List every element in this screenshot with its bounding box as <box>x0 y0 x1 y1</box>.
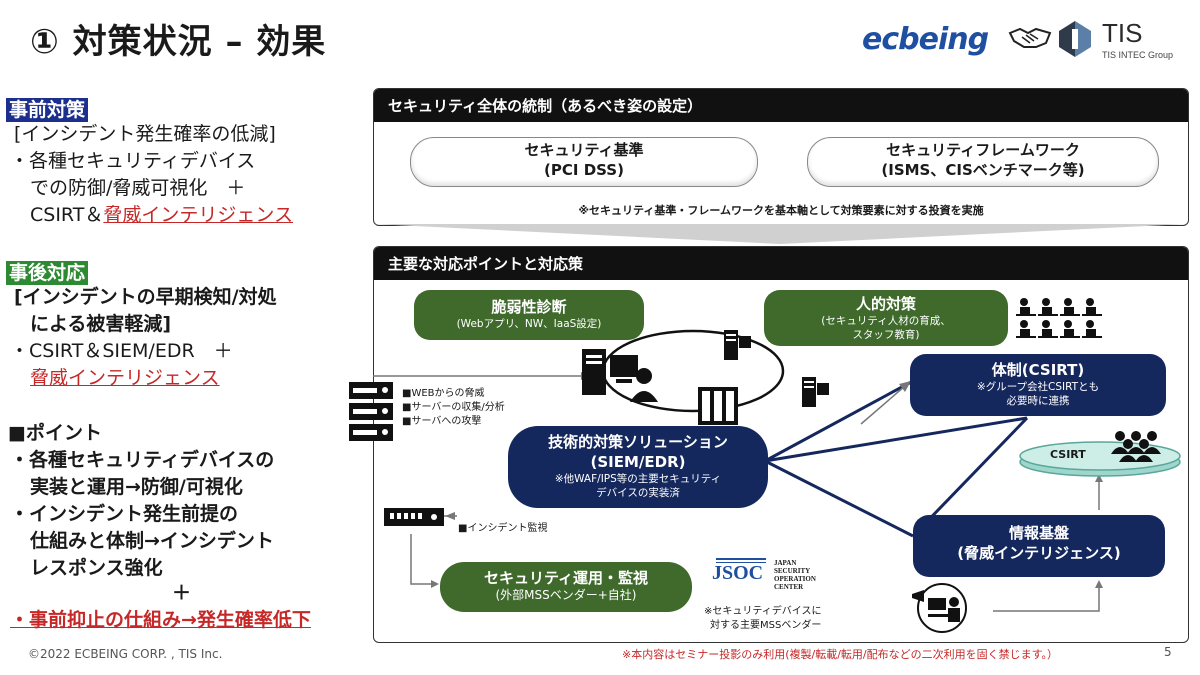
box-title: 技術的対策ソリューション <box>548 433 728 451</box>
tis-logo-subtext: TIS INTEC Group <box>1102 50 1174 60</box>
threat-intel-platform-box: 情報基盤 (脅威インテリジェンス) <box>913 515 1165 577</box>
jsoc-text: JAPAN SECURITY OPERATION CENTER <box>774 559 816 591</box>
jsoc-note: 対する主要MSSベンダー <box>710 620 822 631</box>
tis-logo-text: TIS <box>1102 18 1143 48</box>
point-item: 仕組みと体制→インシデント <box>30 530 274 552</box>
tis-logo-icon <box>1059 21 1091 57</box>
computer-icon <box>724 330 751 360</box>
point-item: ・各種セキュリティデバイスの <box>10 449 275 471</box>
server-note: ■サーバーの収集/分析 <box>402 402 505 413</box>
human-measures-box: 人的対策 (セキュリティ人材の育成、 スタッフ教育) <box>764 290 1008 346</box>
pill-label: セキュリティフレームワーク <box>886 141 1080 159</box>
box-subtitle: (外部MSSベンダー+自社) <box>495 588 637 602</box>
server-note: ■WEBからの脅威 <box>402 388 485 399</box>
point-plus: ＋ <box>172 582 192 604</box>
post-measures-tag: 事後対応 <box>6 261 89 285</box>
point-item-red: ・事前抑止の仕組み→発生確率低下 <box>10 609 311 631</box>
jsoc-text-line: CENTER <box>774 583 804 591</box>
security-standard-pill: セキュリティ基準 (PCI DSS) <box>410 137 758 187</box>
box-subtitle: デバイスの実装済 <box>596 487 680 499</box>
ecbeing-logo: ecbeing <box>862 22 989 57</box>
box-title: (SIEM/EDR) <box>590 453 686 471</box>
post-measures-heading: [インシデントの早期検知/対処 <box>14 286 277 308</box>
box-subtitle: 必要時に連携 <box>1006 395 1070 407</box>
incident-monitoring-note: ■インシデント監視 <box>458 523 548 534</box>
pre-measures-text: CSIRT＆脅威インテリジェンス <box>30 202 293 228</box>
firewall-building-icon <box>698 387 738 425</box>
pill-label: セキュリティ基準 <box>524 141 644 159</box>
box-title: 脆弱性診断 <box>491 298 567 316</box>
jsoc-text-line: OPERATION <box>774 575 816 583</box>
csirt-disc-label: CSIRT <box>1050 448 1086 461</box>
attacker-icon <box>630 368 658 402</box>
governance-panel: セキュリティ全体の統制（あるべき姿の設定） セキュリティ基準 (PCI DSS)… <box>373 88 1189 226</box>
computer-icon <box>802 377 829 407</box>
box-subtitle: スタッフ教育) <box>852 329 920 341</box>
box-subtitle: (セキュリティ人材の育成、 <box>821 315 951 327</box>
governance-note: ※セキュリティ基準・フレームワークを基本軸として対策要素に対する投資を実施 <box>578 204 984 217</box>
box-title: 人的対策 <box>855 295 916 313</box>
point-item: レスポンス強化 <box>30 557 163 579</box>
jsoc-text-line: SECURITY <box>774 567 811 575</box>
point-heading: ■ポイント <box>8 422 102 444</box>
point-item: 実装と運用→防御/可視化 <box>30 476 243 498</box>
box-subtitle: ※グループ会社CSIRTとも <box>976 381 1100 393</box>
server-note: ■サーバへの攻撃 <box>402 416 482 427</box>
response-panel-header: 主要な対応ポイントと対応策 <box>374 247 1188 280</box>
pre-measures-text: での防御/脅威可視化 ＋ <box>30 177 246 199</box>
governance-panel-header: セキュリティ全体の統制（あるべき姿の設定） <box>374 89 1188 122</box>
csirt-organization-box: 体制(CSIRT) ※グループ会社CSIRTとも 必要時に連携 <box>910 354 1166 416</box>
box-subtitle: ※他WAF/IPS等の主要セキュリティ <box>554 473 722 485</box>
disclaimer: ※本内容はセミナー投影のみ利用(複製/転載/転用/配布などの二次利用を固く禁じま… <box>622 648 1059 661</box>
security-operations-box: セキュリティ運用・監視 (外部MSSベンダー+自社) <box>440 562 692 612</box>
staff-training-icon <box>1016 298 1102 338</box>
computer-icon <box>582 349 638 395</box>
technical-solution-box: 技術的対策ソリューション (SIEM/EDR) ※他WAF/IPS等の主要セキュ… <box>508 426 768 508</box>
pill-sublabel: (PCI DSS) <box>544 161 624 179</box>
jsoc-note: ※セキュリティデバイスに <box>704 606 822 617</box>
slide-title: ① 対策状況 – 効果 <box>30 22 327 62</box>
box-title: (脅威インテリジェンス) <box>957 544 1121 562</box>
pre-measures-text: ・各種セキュリティデバイス <box>10 150 256 172</box>
post-measures-section: 事後対応 <box>6 258 89 285</box>
pre-measures-section: 事前対策 <box>6 95 89 122</box>
server-rack-icon <box>349 382 393 441</box>
copyright: ©2022 ECBEING CORP. , TIS Inc. <box>28 647 223 661</box>
page-number: 5 <box>1164 645 1172 659</box>
network-appliance-icon <box>384 508 444 526</box>
box-title: セキュリティ運用・監視 <box>483 569 649 587</box>
pre-measures-csirt: CSIRT＆ <box>30 204 104 226</box>
handshake-icon <box>1008 27 1052 48</box>
operator-icon <box>912 583 967 633</box>
jsoc-logo-stripe-icon <box>716 558 766 563</box>
point-item: ・インシデント発生前提の <box>10 503 239 525</box>
pre-measures-tag: 事前対策 <box>6 98 89 122</box>
vulnerability-assessment-box: 脆弱性診断 (Webアプリ、NW、IaaS設定) <box>414 290 644 340</box>
box-title: 情報基盤 <box>1008 524 1069 542</box>
post-measures-heading: による被害軽減] <box>30 313 172 335</box>
jsoc-logo: JSOC <box>712 562 764 584</box>
csirt-team-disc <box>1019 431 1181 477</box>
threat-intel-highlight: 脅威インテリジェンス <box>103 204 293 226</box>
box-title: 体制(CSIRT) <box>991 361 1085 379</box>
down-arrow-icon <box>373 224 1187 244</box>
pill-sublabel: (ISMS、CISベンチマーク等) <box>881 161 1085 179</box>
security-framework-pill: セキュリティフレームワーク (ISMS、CISベンチマーク等) <box>807 137 1159 187</box>
post-measures-text: ・CSIRT＆SIEM/EDR ＋ <box>10 340 233 362</box>
threat-intel-highlight: 脅威インテリジェンス <box>30 367 220 389</box>
jsoc-text-line: JAPAN <box>774 559 797 567</box>
pre-measures-heading: [インシデント発生確率の低減] <box>14 123 276 145</box>
box-subtitle: (Webアプリ、NW、IaaS設定) <box>456 318 602 330</box>
